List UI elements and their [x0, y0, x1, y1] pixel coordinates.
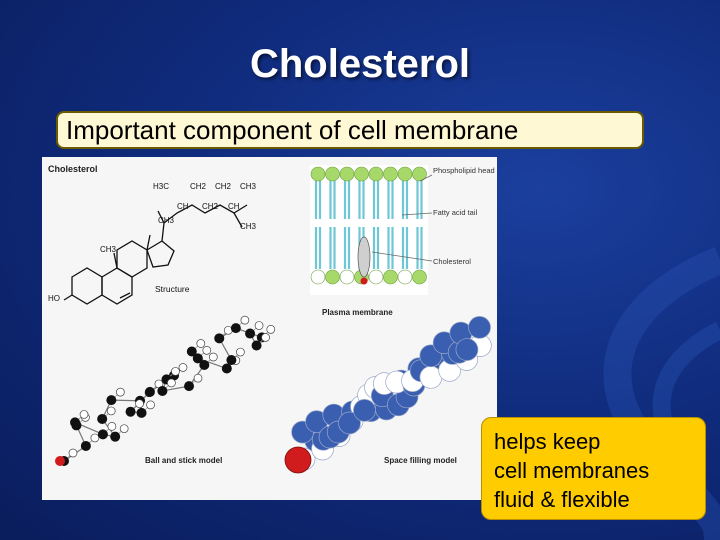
membrane-label-cholesterol: Cholesterol — [433, 257, 471, 266]
membrane-label-head: Phospholipid head group — [433, 166, 497, 175]
note-line-3: fluid & flexible — [494, 485, 705, 514]
space-fill-caption: Space filling model — [384, 456, 457, 465]
note-box: helps keep cell membranes fluid & flexib… — [481, 417, 706, 520]
cholesterol-figure: Cholesterol H3C CH2 CH2 CH3 — [42, 157, 497, 500]
subtitle-box: Important component of cell membrane — [56, 111, 644, 149]
group-ho: HO — [48, 294, 60, 303]
membrane-diagram: Phospholipid head group Fatty acid tail … — [310, 165, 497, 317]
note-line-2: cell membranes — [494, 456, 705, 485]
slide-title: Cholesterol — [0, 42, 720, 87]
ball-stick-caption: Ball and stick model — [145, 456, 222, 465]
group-ch2-a: CH2 — [190, 182, 207, 191]
structure-label: Structure — [155, 284, 190, 294]
figure-heading: Cholesterol — [48, 164, 98, 174]
membrane-label-tail: Fatty acid tail — [433, 208, 478, 217]
membrane-caption: Plasma membrane — [322, 308, 393, 317]
group-ch2-c: CH2 — [202, 202, 219, 211]
structure-groups: H3C CH2 CH2 CH3 CH CH2 CH CH3 CH3 CH3 HO… — [48, 182, 257, 303]
group-ch3-a: CH3 — [240, 182, 257, 191]
group-ch3-d: CH3 — [100, 245, 117, 254]
group-ch3-c: CH3 — [158, 216, 175, 225]
group-ch3-b: CH3 — [240, 222, 257, 231]
group-h3c: H3C — [153, 182, 169, 191]
group-ch: CH — [177, 202, 189, 211]
note-line-1: helps keep — [494, 427, 705, 456]
ball-and-stick-model — [55, 316, 275, 466]
group-ch-b: CH — [228, 202, 240, 211]
group-ch2-b: CH2 — [215, 182, 232, 191]
figure-svg: Cholesterol H3C CH2 CH2 CH3 — [42, 157, 497, 500]
space-filling-model — [285, 316, 491, 473]
